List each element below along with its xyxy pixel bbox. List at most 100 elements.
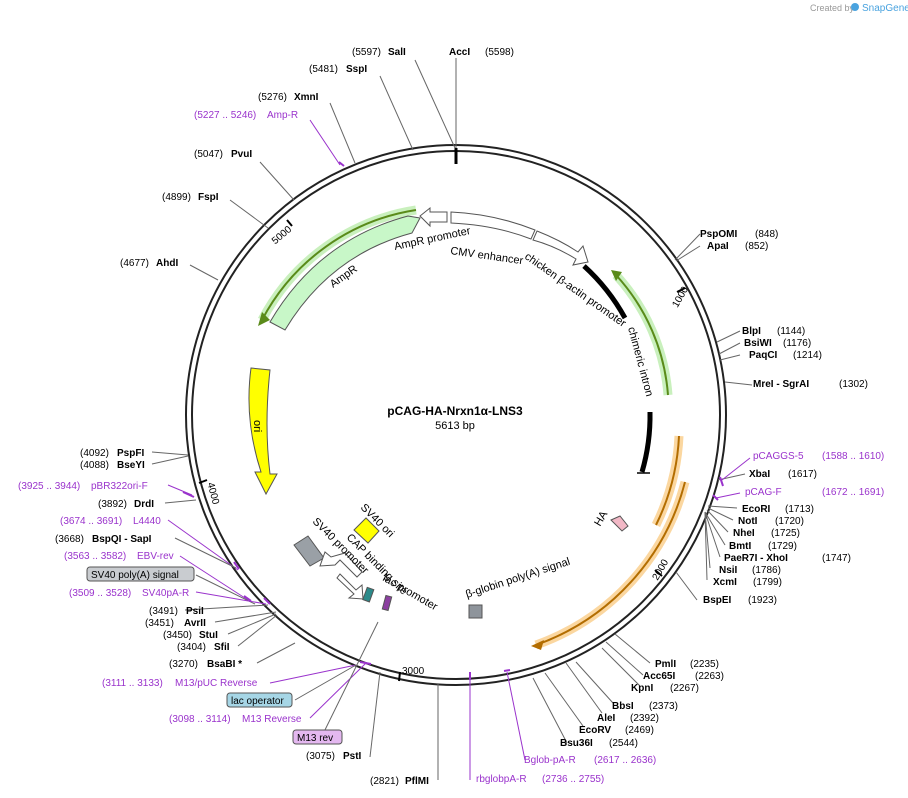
- cmv-enhancer-label: CMV enhancer: [450, 245, 525, 267]
- snapgene-logo-icon: [851, 3, 859, 11]
- site-sfii-pos: (3404): [177, 642, 206, 653]
- site-pspomi: PspOMI: [700, 229, 737, 240]
- site-bsabi: BsaBI *: [207, 659, 242, 670]
- site-bspqi-sapi: BspQI - SapI: [92, 534, 152, 545]
- site-bsu36i: Bsu36I: [560, 738, 593, 749]
- primer-m13-puc-reverse-pos: (3111 .. 3133): [102, 678, 163, 689]
- site-paer7i-xhoi: PaeR7I - XhoI: [724, 553, 788, 564]
- site-bspqi-sapi-pos: (3668): [55, 534, 84, 545]
- site-pspomi-pos: (848): [755, 229, 778, 240]
- site-blpi: BlpI: [742, 326, 761, 337]
- tick-5000: 5000: [270, 224, 294, 247]
- lac-promoter-feature: [336, 573, 364, 600]
- site-kpni: KpnI: [631, 683, 653, 694]
- site-nsii: NsiI: [719, 565, 738, 576]
- site-ahdi: AhdI: [156, 258, 178, 269]
- lac-operator-feature: [381, 594, 393, 612]
- site-paqci-pos: (1214): [793, 350, 822, 361]
- plasmid-name: pCAG-HA-Nrxn1α-LNS3: [387, 404, 523, 418]
- site-bsu36i-pos: (2544): [609, 738, 638, 749]
- site-bmti-pos: (1729): [768, 541, 797, 552]
- cmv-enhancer-feature: [450, 211, 536, 240]
- primer-bglob-pa-r: Bglob-pA-R: [524, 755, 576, 766]
- primer-pcagf: pCAG-F: [745, 487, 782, 498]
- site-xmni: XmnI: [294, 92, 319, 103]
- sv40-polya-badge: [86, 566, 195, 582]
- tick-3000: 3000: [402, 666, 425, 677]
- site-sali: SalI: [388, 47, 406, 58]
- site-bsiwi-pos: (1176): [783, 338, 811, 349]
- site-xbai: XbaI: [749, 469, 770, 480]
- beta-globin-feature: [468, 604, 483, 619]
- site-apai-pos: (852): [745, 241, 768, 252]
- sv40-polya-label: SV40 poly(A) signal: [91, 570, 179, 581]
- sv40-ori-feature: [353, 517, 380, 544]
- site-nsii-pos: (1786): [752, 565, 781, 576]
- primer-sv40pa-r: SV40pA-R: [142, 588, 189, 599]
- site-bbsi-pos: (2373): [649, 701, 678, 712]
- site-nhei-pos: (1725): [771, 528, 800, 539]
- site-bseyi-pos: (4088): [80, 460, 109, 471]
- primer-rbglobpa-r: rbglobpA-R: [476, 774, 527, 785]
- site-mrei-sgrai-pos: (1302): [839, 379, 868, 390]
- watermark-brand: SnapGene: [862, 3, 908, 14]
- chicken-actin-promoter-feature: [532, 230, 589, 266]
- primer-pcaggs5: pCAGGS-5: [753, 451, 804, 462]
- primer-sv40pa-r-pos: (3509 .. 3528): [69, 588, 131, 599]
- lac-operator-label: lac operator: [231, 696, 284, 707]
- primer-l4440: L4440: [133, 516, 161, 527]
- site-bmti: BmtI: [729, 541, 751, 552]
- ori-label: ori: [251, 420, 263, 432]
- right-sites: PspOMI (848) ApaI (852) BlpI (1144) BsiW…: [476, 229, 884, 785]
- site-psii: PsiI: [186, 606, 204, 617]
- site-pmli-pos: (2235): [690, 659, 719, 670]
- primer-amp-r-pos: (5227 .. 5246): [194, 110, 256, 121]
- site-pflmi-pos: (2821): [370, 776, 399, 787]
- tick-marks: 1000 2000 3000 4000 5000: [198, 219, 691, 682]
- site-ecori: EcoRI: [742, 504, 771, 515]
- primer-m13-reverse-pos: (3098 .. 3114): [169, 714, 231, 725]
- site-psti: PstI: [343, 751, 362, 762]
- site-pflmi: PflMI: [405, 776, 429, 787]
- tick-2000: 2000: [651, 557, 672, 582]
- site-stui-pos: (3450): [163, 630, 192, 641]
- primer-ebv-rev: EBV-rev: [137, 551, 174, 562]
- site-blpi-pos: (1144): [777, 326, 805, 337]
- site-bsiwi: BsiWI: [744, 338, 772, 349]
- beta-globin-label: β-globin poly(A) signal: [464, 556, 571, 601]
- primer-pbr322ori-f-pos: (3925 .. 3944): [18, 481, 80, 492]
- site-alei-pos: (2392): [630, 713, 659, 724]
- primer-rbglobpa-r-pos: (2736 .. 2755): [542, 774, 604, 785]
- cap-binding-site-feature: [362, 586, 375, 603]
- ha-tag-feature: [610, 515, 629, 532]
- site-avrii-pos: (3451): [145, 618, 174, 629]
- left-sites: (5597) SalI AccI (5598) (5481) SspI (527…: [18, 47, 514, 787]
- primer-pcagf-pos: (1672 .. 1691): [822, 487, 884, 498]
- site-acc65i: Acc65I: [643, 671, 675, 682]
- sv40-promoter-feature: [319, 551, 363, 578]
- site-mrei-sgrai: MreI - SgrAI: [753, 379, 809, 390]
- primer-bglob-pa-r-pos: (2617 .. 2636): [594, 755, 656, 766]
- leader-lines: [151, 58, 753, 780]
- site-ahdi-pos: (4677): [120, 258, 149, 269]
- site-fspi: FspI: [198, 192, 219, 203]
- plasmid-length: 5613 bp: [435, 420, 475, 432]
- site-noti: NotI: [738, 516, 758, 527]
- site-sali-pos: (5597): [352, 47, 381, 58]
- site-bbsi: BbsI: [612, 701, 634, 712]
- site-paqci: PaqCI: [749, 350, 778, 361]
- site-drdi-pos: (3892): [98, 499, 127, 510]
- primer-pcaggs5-pos: (1588 .. 1610): [822, 451, 884, 462]
- site-ecori-pos: (1713): [785, 504, 814, 515]
- site-ecorv-pos: (2469): [625, 725, 654, 736]
- site-acc65i-pos: (2263): [695, 671, 724, 682]
- site-fspi-pos: (4899): [162, 192, 191, 203]
- site-bspei-pos: (1923): [748, 595, 777, 606]
- ampr-promoter-feature: [419, 206, 448, 228]
- site-sspi: SspI: [346, 64, 367, 75]
- site-drdi: DrdI: [134, 499, 154, 510]
- site-sspi-pos: (5481): [309, 64, 338, 75]
- site-pmli: PmlI: [655, 659, 676, 670]
- site-pspfi-pos: (4092): [80, 448, 109, 459]
- site-xcmi-pos: (1799): [753, 577, 782, 588]
